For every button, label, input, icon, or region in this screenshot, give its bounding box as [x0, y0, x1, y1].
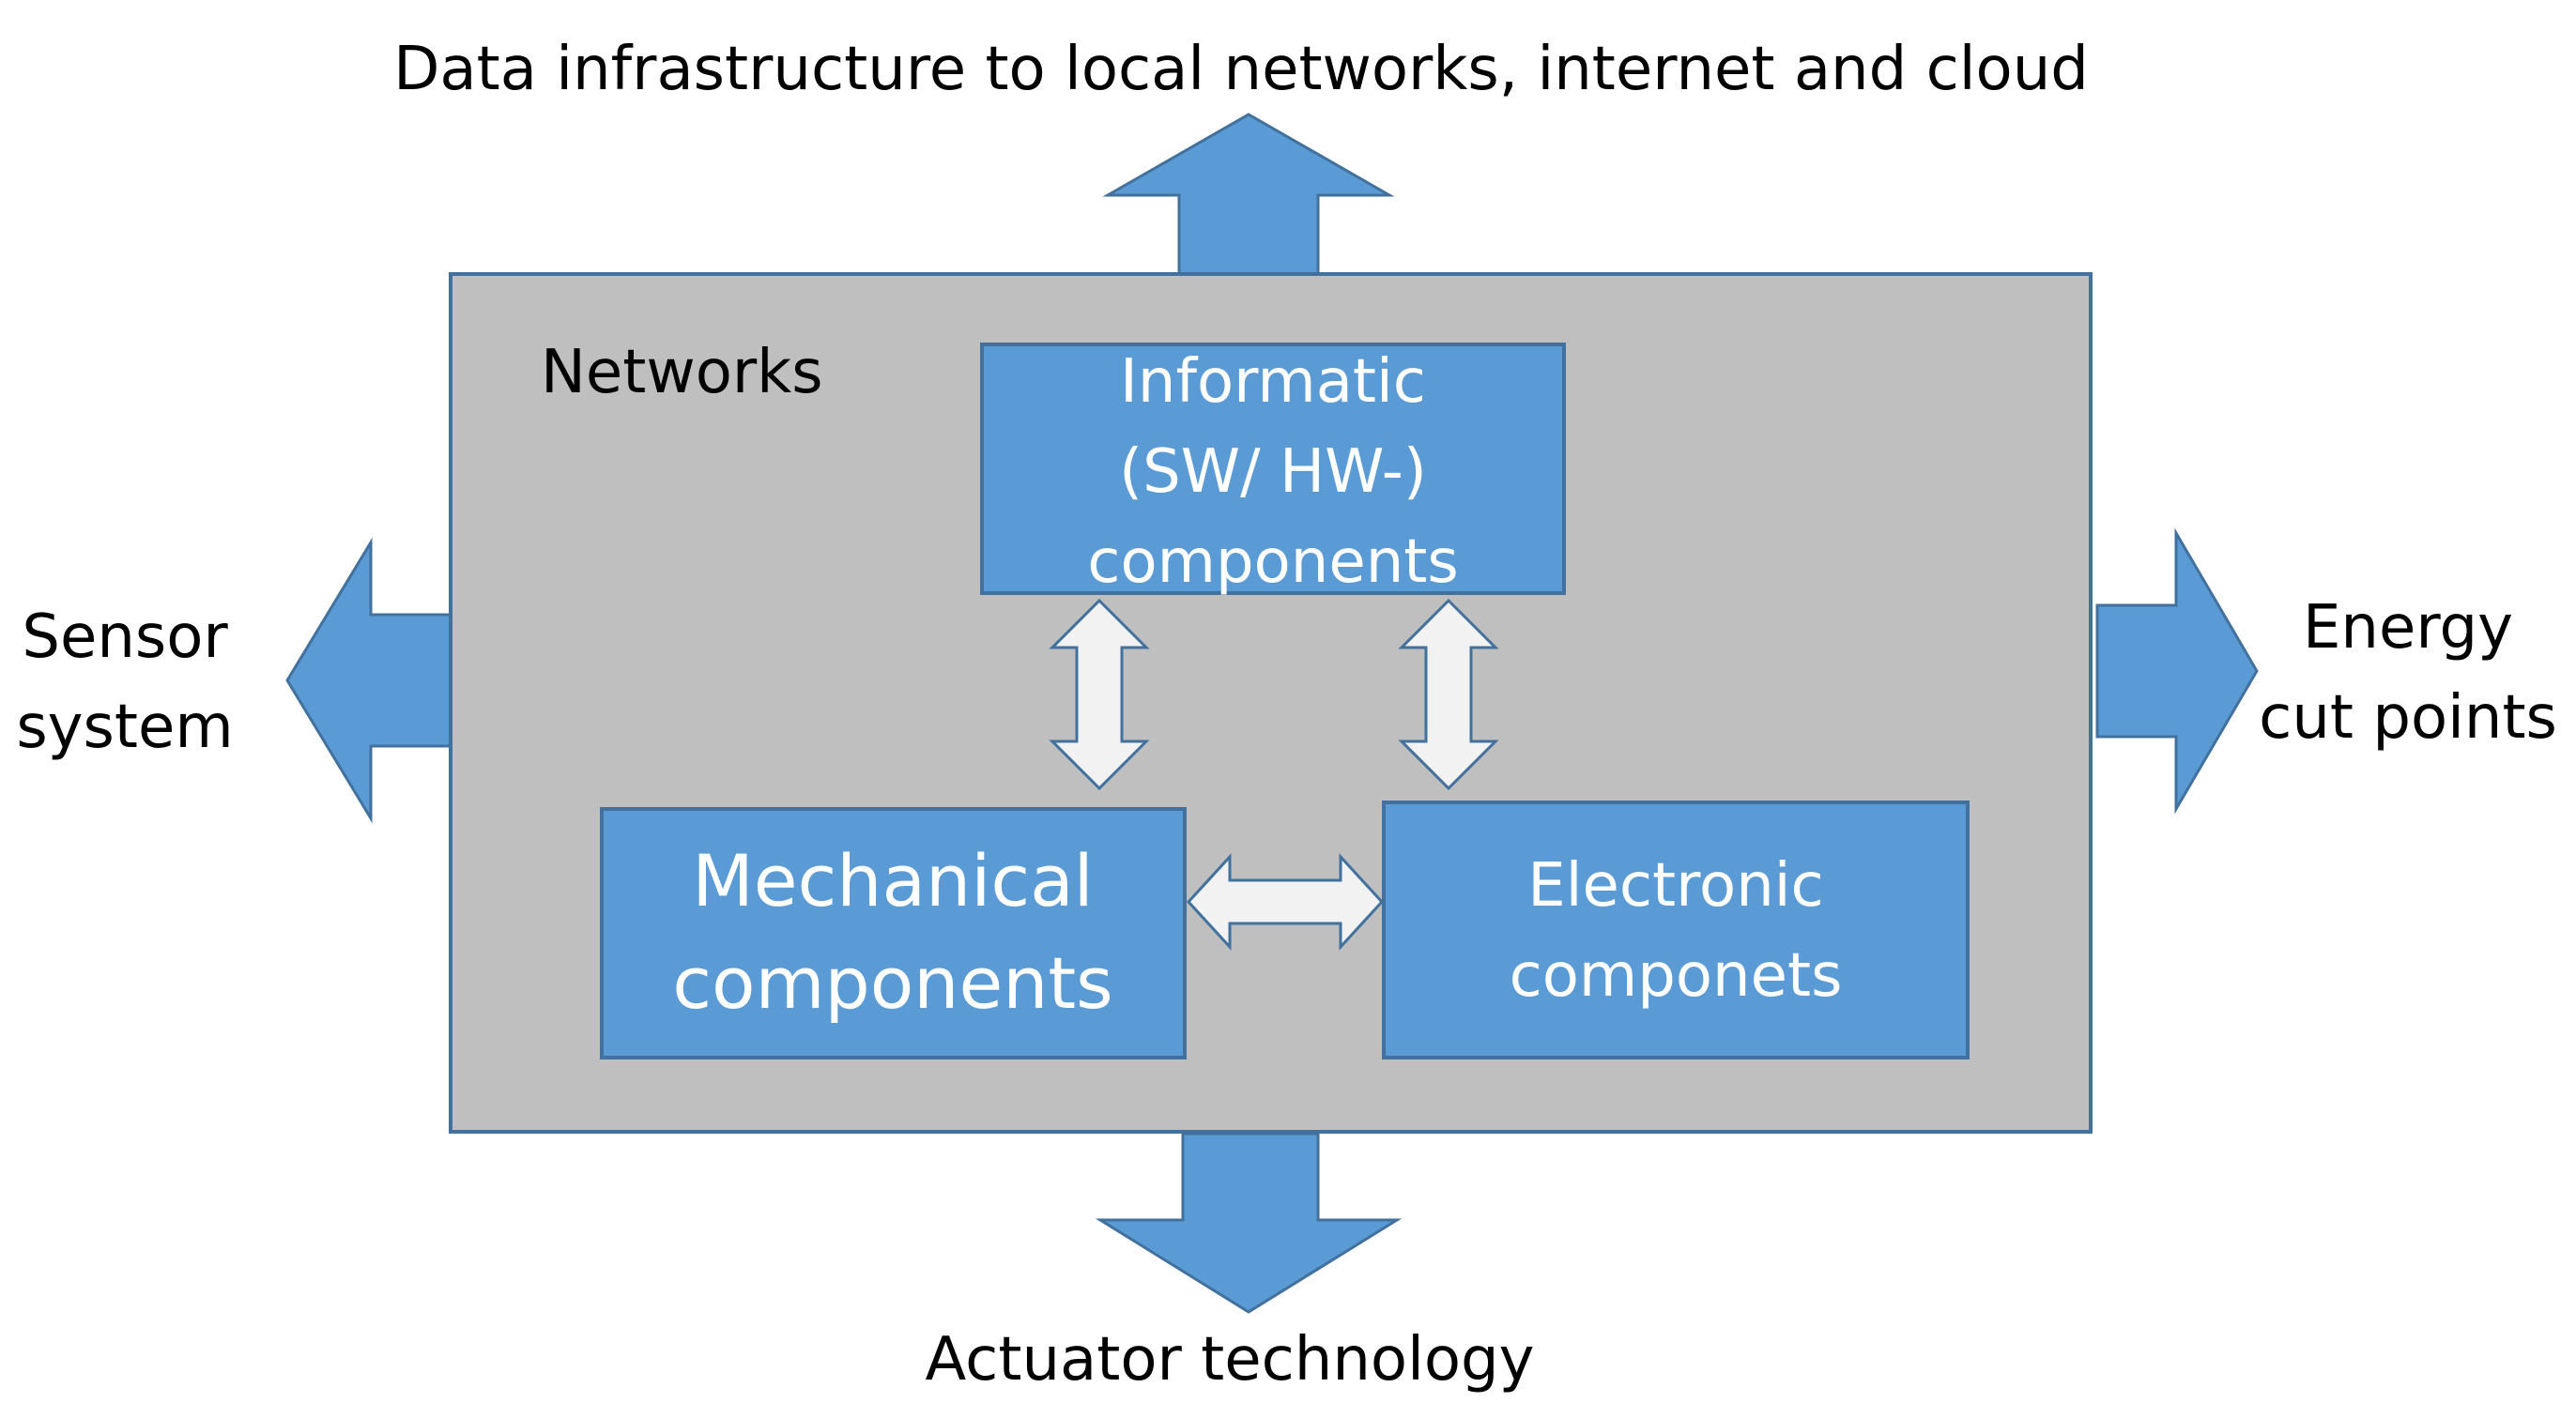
electronic-label-line-1: Electronic [1527, 851, 1823, 921]
mechanical-electronic-double-arrow [1186, 853, 1385, 951]
informatic-mechanical-double-arrow [1049, 598, 1150, 791]
electronic-box [1382, 800, 1970, 1060]
mechanical-box [600, 807, 1187, 1060]
down-arrow [1095, 1132, 1403, 1314]
top-label: Data infrastructure to local networks, i… [393, 35, 2089, 104]
networks-label: Networks [541, 338, 823, 407]
right-arrow [2095, 527, 2259, 815]
left-arrow [285, 537, 452, 824]
informatic-label-line-2: (SW/ HW-) [1119, 437, 1427, 507]
mechanical-label-line-2: components [672, 941, 1113, 1025]
informatic-box [980, 343, 1566, 595]
informatic-label-line-1: Informatic [1120, 347, 1426, 417]
right-label-line-2: cut points [2259, 683, 2557, 753]
bottom-label: Actuator technology [926, 1325, 1535, 1395]
mechanical-label-line-1: Mechanical [692, 839, 1094, 922]
informatic-electronic-double-arrow [1398, 598, 1499, 791]
informatic-label-line-3: components [1087, 527, 1458, 597]
up-arrow [1102, 113, 1395, 276]
left-label-line-1: Sensor [22, 602, 228, 672]
right-label-line-1: Energy [2303, 593, 2513, 663]
electronic-label-line-2: componets [1510, 941, 1843, 1011]
left-label-line-2: system [16, 693, 233, 762]
